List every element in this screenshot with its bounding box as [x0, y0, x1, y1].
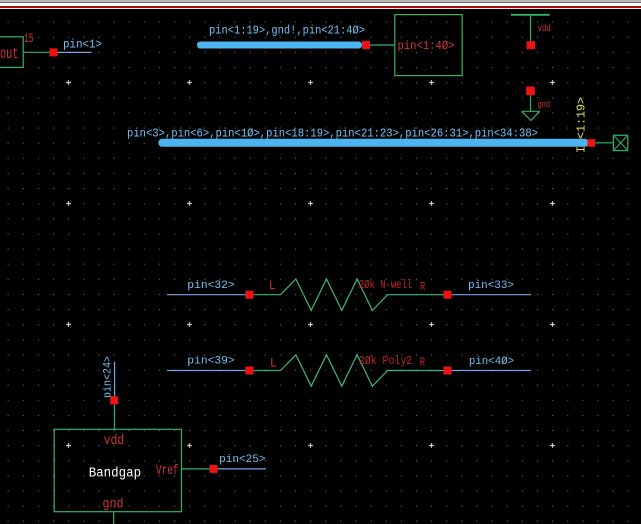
svg-text:pin<33>: pin<33>: [468, 280, 514, 292]
svg-text:gnd: gnd: [538, 99, 551, 110]
svg-text:Bandgap: Bandgap: [89, 467, 141, 482]
svg-text:pin<4Ø>: pin<4Ø>: [469, 356, 514, 368]
svg-text:vdd: vdd: [104, 433, 125, 449]
svg-text:pin<32>: pin<32>: [187, 280, 234, 292]
svg-text:pin<3>,pin<6>,pin<1Ø>,pin<18:1: pin<3>,pin<6>,pin<1Ø>,pin<18:19>,pin<21:…: [127, 127, 538, 140]
svg-text:2Øk Poly2: 2Øk Poly2: [359, 355, 412, 368]
svg-text:vdd: vdd: [538, 23, 551, 35]
svg-text:15: 15: [24, 31, 34, 46]
svg-text:pin<25>: pin<25>: [219, 454, 265, 466]
svg-text:2Øk N-well: 2Øk N-well: [359, 279, 412, 292]
svg-text:pin<1>: pin<1>: [63, 39, 102, 52]
svg-text:pin<39>: pin<39>: [187, 356, 234, 368]
svg-text:pin<1:4Ø>: pin<1:4Ø>: [398, 40, 455, 53]
svg-text:R: R: [420, 356, 425, 369]
svg-text:pin<1:19>,gnd!,pin<21:4Ø>: pin<1:19>,gnd!,pin<21:4Ø>: [209, 24, 365, 37]
svg-text:L: L: [270, 356, 277, 371]
svg-text:L: L: [269, 278, 276, 293]
svg-text:gnd: gnd: [103, 497, 124, 512]
svg-text:out: out: [0, 45, 19, 63]
svg-text:R: R: [420, 281, 425, 294]
svg-text:Vref: Vref: [156, 463, 179, 479]
svg-text:pin<24>: pin<24>: [103, 356, 115, 398]
